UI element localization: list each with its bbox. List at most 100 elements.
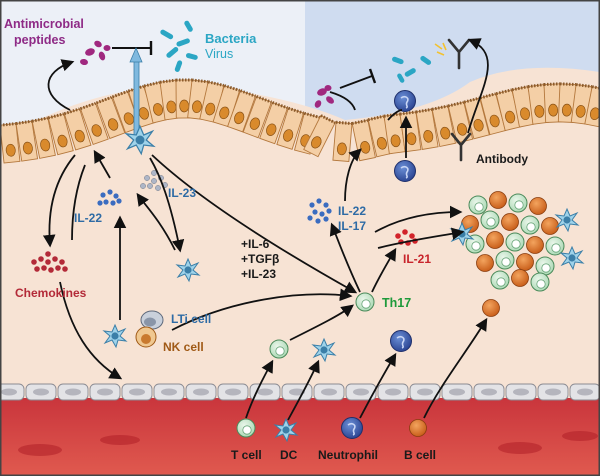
endothelial-cell: [345, 383, 377, 401]
epithelial-cell: [47, 112, 74, 156]
endothelial-cell: [281, 383, 313, 401]
bacteria-target-icon: [420, 55, 432, 65]
epithelial-cell: [447, 100, 474, 144]
endothelial-cell: [89, 383, 121, 401]
peptides-left: [80, 40, 111, 66]
endothelial-cell: [25, 383, 57, 401]
cluster-t-cell: [468, 195, 488, 215]
label-antibody: Antibody: [476, 152, 528, 166]
label-il6: +IL-6: [241, 237, 270, 251]
label-il17: IL-17: [338, 219, 366, 233]
il22-il17-dots: [307, 198, 332, 224]
cluster-t-cell: [505, 232, 525, 252]
cluster-t-cell: [508, 193, 528, 213]
epithelial-cell: [463, 96, 490, 140]
arrows: [42, 38, 489, 421]
cluster-b-cell: [526, 236, 544, 254]
neutrophil-lumen: [393, 89, 417, 113]
label-th17: Th17: [382, 296, 411, 310]
chemokine-dots: [31, 251, 68, 273]
epithelial-cell: [367, 114, 393, 158]
cluster-b-cell: [516, 253, 534, 271]
label-il22-left: IL-22: [74, 211, 102, 225]
epithelial-cell: [95, 95, 126, 140]
b-cell-vessel: [409, 419, 427, 437]
epithelial-cell: [332, 120, 353, 162]
epithelial-cell: [259, 101, 289, 145]
bacteria-right: [392, 56, 416, 83]
dc-sampling-dendrite: [129, 46, 143, 139]
endothelial-cell: [57, 383, 89, 401]
cluster-t-cell: [530, 272, 550, 292]
cluster-b-cell: [489, 191, 507, 209]
epithelial-cell: [276, 106, 305, 150]
epithelial-cell: [527, 83, 550, 125]
cluster-b-cell: [511, 269, 529, 287]
peptides-right: [314, 85, 334, 108]
neutrophil-vessel: [340, 416, 364, 440]
label-neutrophil: Neutrophil: [318, 448, 378, 462]
epithelial-cell: [584, 85, 600, 128]
label-dc: DC: [280, 448, 298, 462]
nk-cell: [135, 326, 157, 348]
label-antimicrobial-1: Antimicrobial: [4, 17, 84, 31]
cluster-t-cell: [490, 270, 510, 290]
epithelial-cell: [31, 116, 56, 159]
label-tgfb: +TGFβ: [241, 252, 279, 266]
binding-sparks: [434, 42, 447, 56]
bacteria-left: [160, 20, 198, 72]
label-virus: Virus: [205, 47, 233, 61]
epithelial-cell: [79, 101, 109, 146]
endothelial-cell: [409, 383, 441, 401]
endothelial-cell: [0, 383, 25, 401]
cluster-b-cell: [476, 254, 494, 272]
endothelial-cell: [185, 383, 217, 401]
antibody-top-icon: [447, 38, 471, 70]
epithelial-cell: [543, 82, 563, 123]
label-chemokines: Chemokines: [15, 286, 87, 300]
endothelial-cell: [153, 383, 185, 401]
epithelial-cell: [431, 104, 457, 148]
epithelial-cell: [199, 80, 225, 124]
endothelial-cell: [377, 383, 409, 401]
label-lti-cell: LTi cell: [171, 312, 211, 326]
label-b-cell: B cell: [404, 448, 436, 462]
cluster-t-cell: [520, 215, 540, 235]
antibody-tissue-icon: [450, 132, 472, 162]
cluster-b-cell: [486, 231, 504, 249]
cluster-t-cell: [535, 256, 555, 276]
rbc-row: [18, 431, 598, 456]
epithelial-cell: [227, 89, 257, 133]
epithelium: [0, 78, 600, 164]
label-il21: IL-21: [403, 252, 431, 266]
endothelial-cell: [121, 383, 153, 401]
cluster-b-cell: [501, 213, 519, 231]
epithelial-cell: [15, 119, 39, 162]
endothelial-cell: [505, 383, 537, 401]
cluster-t-cell: [545, 236, 565, 256]
lti-cell: [140, 310, 164, 330]
endothelial-cell: [537, 383, 569, 401]
label-il23: IL-23: [168, 186, 196, 200]
il22-left-dots: [97, 189, 122, 206]
endothelial-cell: [441, 383, 473, 401]
blood-vessel: [0, 398, 600, 476]
epithelial-cell: [303, 114, 336, 158]
label-t-cell: T cell: [231, 448, 262, 462]
il23-dots: [140, 170, 168, 191]
cluster-b-cell: [529, 197, 547, 215]
cluster-t-cell: [480, 210, 500, 230]
cluster-b-cell: [541, 217, 559, 235]
t-cell-vessel: [236, 418, 256, 438]
label-nk-cell: NK cell: [163, 340, 204, 354]
endothelial-cell: [473, 383, 505, 401]
cluster-t-cell: [495, 250, 515, 270]
label-antimicrobial-2: peptides: [14, 33, 65, 47]
epithelial-cell: [415, 107, 439, 150]
epithelial-cell: [175, 78, 193, 119]
b-cell-tissue: [482, 299, 500, 317]
endothelial-cell: [569, 383, 600, 401]
endothelial-cell: [313, 383, 345, 401]
epithelial-cell: [63, 107, 92, 151]
